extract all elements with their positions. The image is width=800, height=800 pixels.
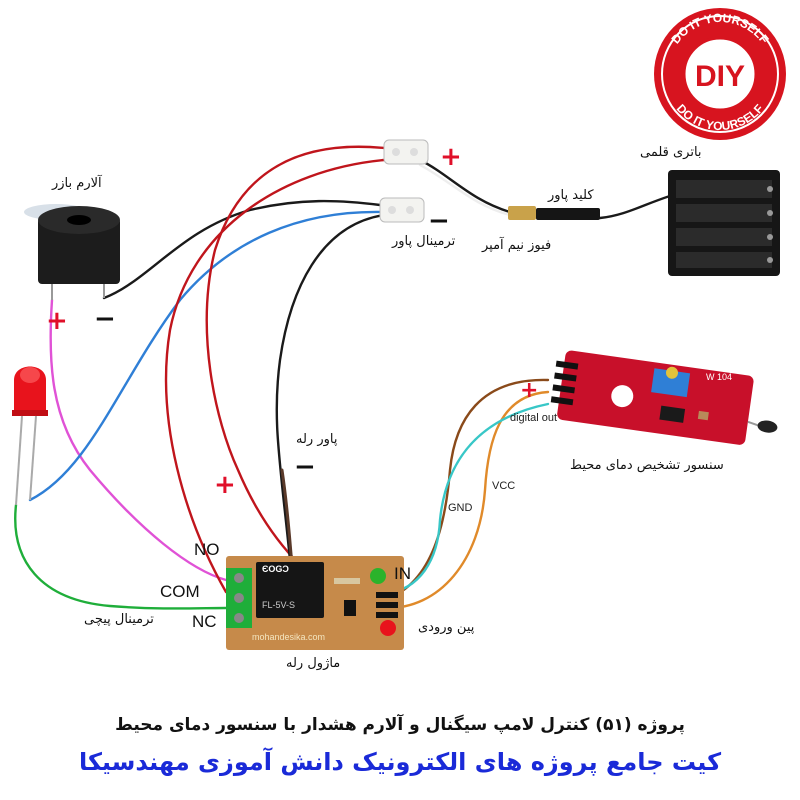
power-terminal-plus xyxy=(383,139,429,165)
nc-label: NC xyxy=(192,612,217,631)
power-terminal-minus xyxy=(379,197,425,223)
buzzer-label: آلارم بازر xyxy=(52,176,102,191)
com-label: COM xyxy=(160,582,200,601)
battery-label: باتری قلمی xyxy=(640,145,702,160)
sensor-pot-label: W 104 xyxy=(706,372,733,382)
minus-sign-buzzer: − xyxy=(94,304,116,334)
minus-sign-relay: − xyxy=(294,452,316,482)
gnd-label: GND xyxy=(448,502,473,514)
wire-twisted-black xyxy=(418,158,512,214)
kit-caption: کیت جامع پروژه های الکترونیک دانش آموزی … xyxy=(78,748,722,776)
red-led xyxy=(12,366,48,506)
diy-logo: DO IT YOURSELF DO IT YOURSELF DIY xyxy=(654,8,786,140)
vcc-label: VCC xyxy=(492,480,516,492)
wire-black-buzzer xyxy=(102,199,382,300)
wire-twisted-white xyxy=(418,163,512,217)
wire-red-relay xyxy=(205,145,386,567)
pcb-site: mohandesika.com xyxy=(252,632,326,642)
fuse-label: فیوز نیم آمپر xyxy=(482,238,552,253)
wire-blue-led xyxy=(28,210,386,502)
battery-holder xyxy=(668,170,780,276)
fuse-switch xyxy=(508,206,600,220)
relay-module xyxy=(226,556,404,650)
input-pin-label: پین ورودی xyxy=(418,620,475,635)
minus-sign-power: − xyxy=(428,206,450,236)
wire-brown-gnd xyxy=(382,378,550,602)
wire-black-relay xyxy=(275,213,386,562)
wire-red-com xyxy=(164,158,386,594)
digital-out-label: digital out xyxy=(510,412,558,424)
relay-brand: ЄOGƆ xyxy=(262,564,289,574)
wire-magenta xyxy=(49,298,228,582)
plus-sign-sensor: + xyxy=(520,378,539,403)
sensor-label: سنسور تشخیص دمای محیط xyxy=(570,458,724,473)
project-caption: پروژه (۵۱) کنترل لامپ سیگنال و آلارم هشد… xyxy=(115,715,685,735)
in-label: IN xyxy=(394,564,411,583)
plus-sign-relay: + xyxy=(214,470,236,500)
relay-module-label: ماژول رله xyxy=(286,656,341,671)
relay-model: FL-5V-S xyxy=(262,600,296,610)
wire-green-led xyxy=(14,503,228,610)
no-label: NO xyxy=(194,540,220,559)
plus-sign-buzzer: + xyxy=(46,306,68,336)
power-switch-label: کلید پاور xyxy=(548,188,594,203)
screw-terminal-label: ترمینال پیچی xyxy=(84,612,154,627)
logo-center-text: DIY xyxy=(695,60,745,93)
power-terminal-label: ترمینال پاور xyxy=(392,234,456,249)
plus-sign-power: + xyxy=(440,142,462,172)
wire-cyan-digital xyxy=(382,402,550,596)
temperature-sensor-module xyxy=(550,350,778,445)
buzzer xyxy=(24,204,120,300)
relay-power-label: پاور رله xyxy=(296,432,338,447)
wire-orange-vcc xyxy=(382,390,550,610)
